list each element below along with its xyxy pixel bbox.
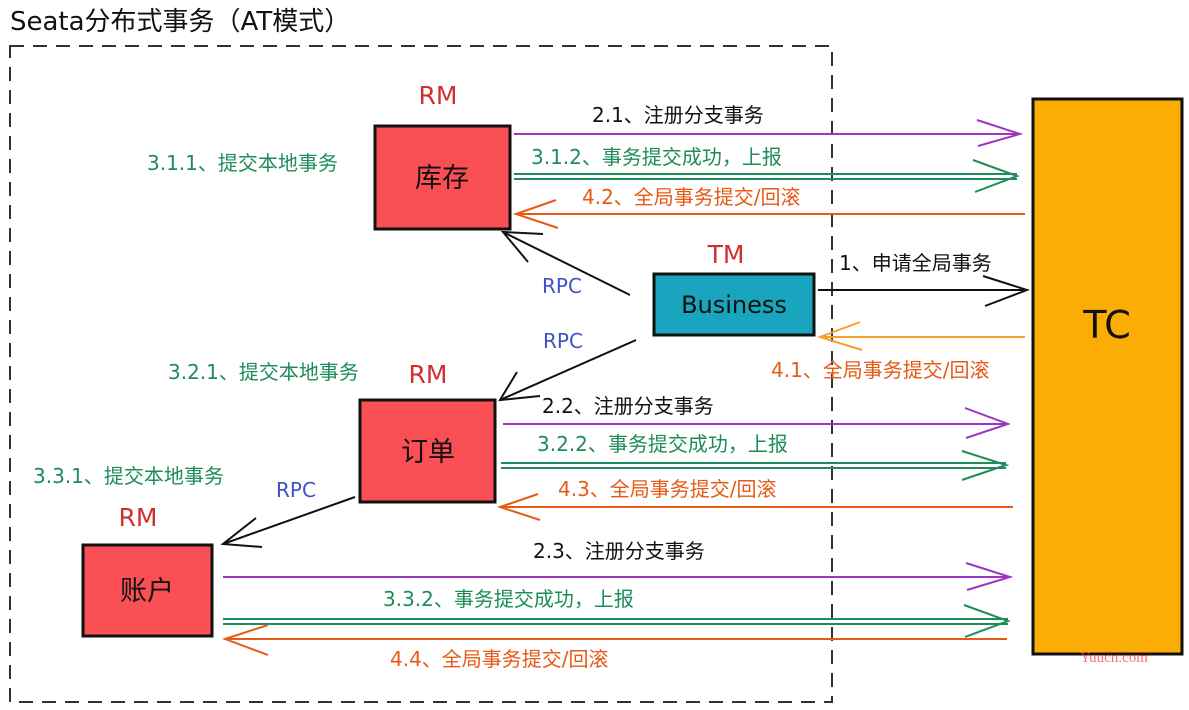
order-label: 订单 bbox=[401, 437, 455, 468]
account-global-commit-arrow bbox=[221, 624, 1007, 656]
begin-global-arrow bbox=[818, 275, 1031, 307]
inventory-register-arrow bbox=[514, 119, 1024, 147]
rpc-arrowhead-order bbox=[498, 371, 541, 402]
inventory-global-commit-arrow bbox=[512, 199, 1025, 229]
account-report-label: 3.3.2、事务提交成功，上报 bbox=[383, 587, 634, 611]
account-local-tx: 3.3.1、提交本地事务 bbox=[33, 464, 224, 488]
account-register-arrow bbox=[223, 562, 1014, 591]
order-local-tx: 3.2.1、提交本地事务 bbox=[168, 360, 359, 384]
diagram-title: Seata分布式事务（AT模式） bbox=[10, 7, 350, 37]
rpc-arrowhead-account bbox=[220, 517, 263, 548]
inventory-report-arrow bbox=[514, 159, 1020, 193]
tc-label: TC bbox=[1082, 303, 1131, 347]
application-boundary bbox=[9, 45, 833, 703]
rpc-label-inventory: RPC bbox=[542, 274, 582, 298]
rpc-arrow-to-inventory bbox=[502, 231, 631, 296]
inventory-role: RM bbox=[419, 81, 458, 110]
account-global-commit-label: 4.4、全局事务提交/回滚 bbox=[390, 647, 609, 671]
account-report-arrow bbox=[223, 604, 1011, 638]
rpc-arrows bbox=[220, 230, 637, 548]
order-report-arrow bbox=[501, 450, 1010, 481]
rpc-label-account: RPC bbox=[276, 478, 316, 502]
order-report-label: 3.2.2、事务提交成功，上报 bbox=[537, 432, 788, 456]
order-global-commit-label: 4.3、全局事务提交/回滚 bbox=[558, 477, 777, 501]
rpc-arrow-to-order bbox=[499, 339, 637, 401]
account-box bbox=[81, 543, 214, 638]
inventory-local-tx: 3.1.1、提交本地事务 bbox=[147, 151, 338, 175]
account-label: 账户 bbox=[120, 576, 174, 607]
rpc-label-order: RPC bbox=[543, 329, 583, 353]
inventory-box bbox=[373, 124, 512, 231]
inventory-report-label: 3.1.2、事务提交成功，上报 bbox=[531, 145, 782, 169]
business-role: TM bbox=[707, 240, 745, 269]
account-register-label: 2.3、注册分支事务 bbox=[533, 539, 705, 563]
order-role: RM bbox=[409, 360, 448, 389]
rpc-arrow-to-account bbox=[222, 496, 356, 545]
business-box bbox=[652, 272, 816, 337]
order-register-arrow bbox=[503, 407, 1012, 439]
tm-global-commit-arrow bbox=[816, 321, 1025, 351]
order-register-label: 2.2、注册分支事务 bbox=[542, 394, 714, 418]
watermark: Yuucn.com bbox=[1080, 650, 1148, 666]
inventory-global-commit-label: 4.2、全局事务提交/回滚 bbox=[582, 185, 801, 209]
begin-global-label: 1、申请全局事务 bbox=[839, 251, 992, 275]
order-box bbox=[358, 398, 497, 504]
order-global-commit-arrow bbox=[496, 493, 1013, 521]
account-role: RM bbox=[119, 503, 158, 532]
tc-box bbox=[1031, 97, 1184, 656]
rpc-arrowhead-inventory bbox=[500, 230, 544, 263]
business-label: Business bbox=[681, 291, 787, 319]
tm-global-commit-label: 4.1、全局事务提交/回滚 bbox=[771, 358, 990, 382]
inventory-register-label: 2.1、注册分支事务 bbox=[592, 103, 764, 127]
inventory-label: 库存 bbox=[415, 163, 469, 194]
